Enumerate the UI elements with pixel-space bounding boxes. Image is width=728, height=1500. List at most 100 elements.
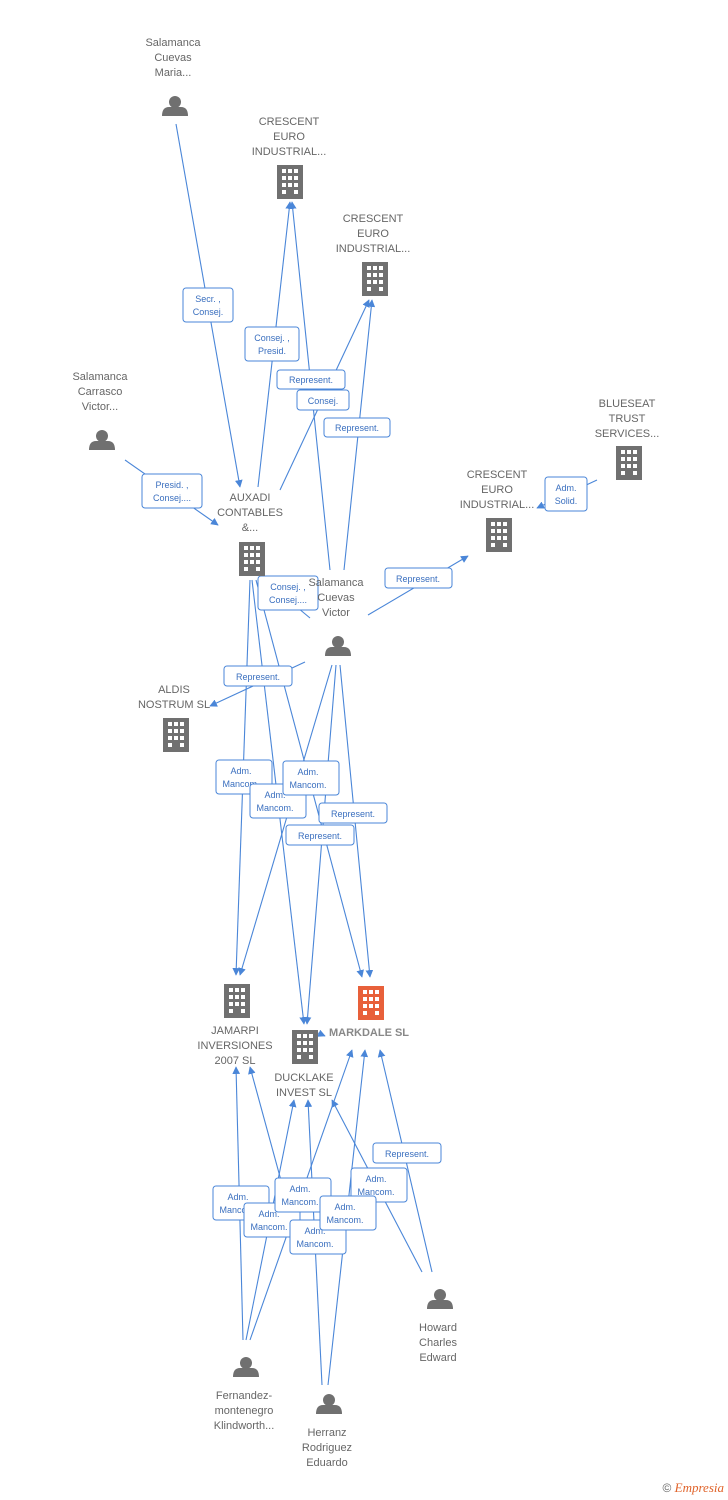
node-label-line: Cuevas — [154, 52, 192, 64]
edge-label[interactable]: Adm. Solid. — [544, 476, 588, 512]
node-label-line: INDUSTRIAL... — [460, 499, 535, 511]
nodes: Salamanca Cuevas Maria... CRESCENT EURO … — [72, 37, 659, 1469]
node-label-line: Victor... — [82, 401, 118, 413]
edge-label[interactable]: Adm. Mancom. — [319, 1195, 377, 1231]
node-label-line: INDUSTRIAL... — [252, 146, 327, 158]
edge-label[interactable]: Adm. Mancom. — [274, 1177, 332, 1213]
person-icon — [427, 1289, 453, 1309]
node-label-line: BLUESEAT — [599, 398, 656, 410]
edge-line — [238, 664, 333, 976]
node-person[interactable]: Salamanca Cuevas Victor — [308, 577, 364, 656]
building-icon — [163, 718, 189, 752]
node-label-line: Maria... — [155, 67, 192, 79]
node-label-line: Carrasco — [78, 386, 123, 398]
person-icon — [325, 636, 351, 656]
node-label-line: EURO — [357, 228, 389, 240]
edge-label[interactable]: Represent. — [318, 802, 388, 824]
building-icon — [239, 542, 265, 576]
node-person[interactable]: Salamanca Cuevas Maria... — [145, 37, 201, 116]
building-icon — [616, 446, 642, 480]
edge-label[interactable]: Adm. Mancom. — [282, 760, 340, 796]
edge-label-line: Represent. — [335, 423, 379, 433]
copyright-symbol: © — [662, 1481, 672, 1495]
edge-label[interactable]: Adm. Mancom. — [350, 1167, 408, 1203]
edge-label-line: Represent. — [331, 809, 375, 819]
node-label-line: Klindworth... — [214, 1420, 275, 1432]
edge-label-line: Consej. — [308, 396, 339, 406]
node-company[interactable]: DUCKLAKE INVEST SL — [274, 1030, 334, 1099]
node-label-line: INVEST SL — [276, 1087, 332, 1099]
edge-label[interactable]: Consej. — [296, 389, 350, 411]
node-label-line: Salamanca — [308, 577, 364, 589]
node-label-line: Fernandez- — [216, 1390, 273, 1402]
edge-label-line: Adm. — [230, 766, 251, 776]
node-label-line: Charles — [419, 1337, 457, 1349]
edge-label-line: Mancom. — [289, 780, 326, 790]
edge-labels: Secr. , Consej. Consej. , Presid. Repres… — [141, 287, 588, 1255]
edge-label-line: Adm. — [365, 1174, 386, 1184]
node-person[interactable]: Fernandez- montenegro Klindworth... — [214, 1357, 275, 1432]
edge-label-line: Adm. — [334, 1202, 355, 1212]
edge-label[interactable]: Represent. — [323, 417, 391, 438]
node-label-line: TRUST — [609, 413, 646, 425]
node-label-line: Howard — [419, 1322, 457, 1334]
edge-label-line: Mancom. — [256, 803, 293, 813]
edge-label-line: Represent. — [396, 574, 440, 584]
node-company[interactable]: BLUESEAT TRUST SERVICES... — [595, 398, 660, 480]
edge-label[interactable]: Presid. , Consej.... — [141, 473, 203, 509]
node-label-line: ALDIS — [158, 684, 190, 696]
node-company-main[interactable]: MARKDALE SL — [329, 986, 409, 1039]
person-icon — [316, 1394, 342, 1414]
person-icon — [233, 1357, 259, 1377]
edge-label[interactable]: Represent. — [384, 567, 453, 589]
edge-label-line: Consej. , — [254, 333, 290, 343]
brand-logo[interactable]: Empresia — [674, 1480, 724, 1495]
node-company[interactable]: AUXADI CONTABLES &... — [217, 492, 283, 576]
building-icon — [486, 518, 512, 552]
node-person[interactable]: Salamanca Carrasco Victor... — [72, 371, 128, 450]
edge-label-line: Adm. — [289, 1184, 310, 1194]
edge-label-line: Mancom. — [250, 1222, 287, 1232]
node-person[interactable]: Herranz Rodriguez Eduardo — [302, 1394, 352, 1469]
edge-label-line: Adm. — [227, 1192, 248, 1202]
edge-label-line: Solid. — [555, 496, 578, 506]
node-label-line: INVERSIONES — [197, 1040, 272, 1052]
node-label-line: CONTABLES — [217, 507, 283, 519]
node-label-line: Salamanca — [145, 37, 201, 49]
person-icon — [89, 430, 115, 450]
node-label-line: EURO — [273, 131, 305, 143]
edge-label-line: Represent. — [289, 375, 333, 385]
edge-line — [317, 1029, 326, 1037]
node-company[interactable]: JAMARPI INVERSIONES 2007 SL — [197, 984, 273, 1067]
edge-label[interactable]: Secr. , Consej. — [182, 287, 234, 323]
building-icon — [277, 165, 303, 199]
edge-label-line: Presid. , — [155, 480, 188, 490]
node-company[interactable]: CRESCENT EURO INDUSTRIAL... — [336, 213, 411, 296]
edge-label[interactable]: Represent. — [285, 824, 355, 846]
node-company[interactable]: CRESCENT EURO INDUSTRIAL... — [460, 469, 535, 552]
edge-label-line: Consej.... — [269, 595, 307, 605]
edge-label[interactable]: Represent. — [276, 369, 346, 390]
edge-label-line: Adm. — [304, 1226, 325, 1236]
node-label-line: CRESCENT — [467, 469, 528, 481]
node-company[interactable]: ALDIS NOSTRUM SL — [138, 684, 210, 752]
node-company[interactable]: CRESCENT EURO INDUSTRIAL... — [252, 116, 327, 199]
node-label-line: Salamanca — [72, 371, 128, 383]
edge-label[interactable]: Consej. , Consej.... — [257, 575, 319, 611]
edge-label[interactable]: Represent. — [372, 1142, 442, 1164]
node-label-line: NOSTRUM SL — [138, 699, 210, 711]
building-icon — [224, 984, 250, 1018]
edge-label[interactable]: Consej. , Presid. — [244, 326, 300, 362]
building-icon — [358, 986, 384, 1020]
node-label-line: MARKDALE SL — [329, 1027, 409, 1039]
edge-label-line: Secr. , — [195, 294, 221, 304]
edge-label-line: Mancom. — [357, 1187, 394, 1197]
edge-label-line: Adm. — [555, 483, 576, 493]
node-label-line: CRESCENT — [259, 116, 320, 128]
node-label-line: JAMARPI — [211, 1025, 259, 1037]
edge-label[interactable]: Represent. — [223, 665, 293, 687]
node-person[interactable]: Howard Charles Edward — [419, 1289, 457, 1364]
edge-label-line: Mancom. — [219, 1205, 256, 1215]
node-label-line: INDUSTRIAL... — [336, 243, 411, 255]
